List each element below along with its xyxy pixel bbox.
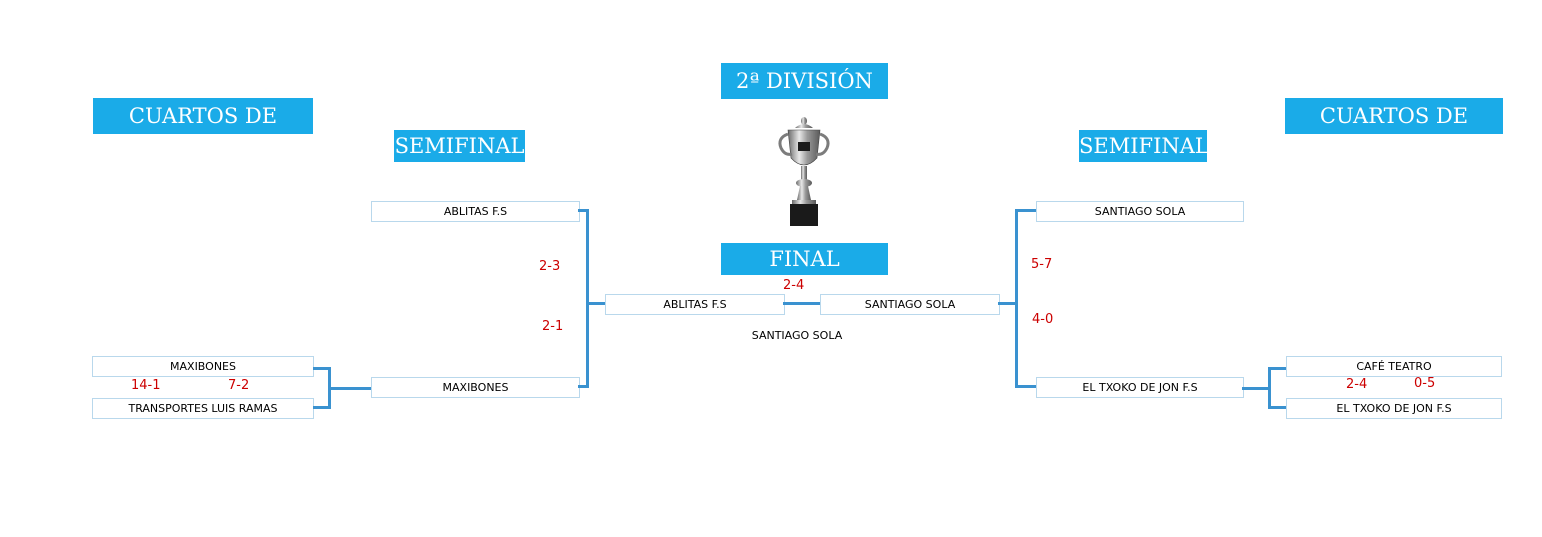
connector-qright-out (1242, 387, 1269, 390)
semis-right-title: SEMIFINAL (1079, 130, 1209, 162)
final-title: FINAL (721, 243, 888, 275)
division-title: 2ª DIVISIÓN (721, 63, 888, 99)
connector-qright-vertical (1268, 367, 1271, 409)
quarter-left-team-b: TRANSPORTES LUIS RAMAS (92, 398, 314, 419)
quarter-left-score-1: 14-1 (131, 378, 161, 393)
connector-sleft-out (586, 302, 605, 305)
connector-sright-vertical (1015, 209, 1018, 388)
connector-qright-b (1269, 406, 1286, 409)
semi-right-team-b: EL TXOKO DE JON F.S (1036, 377, 1244, 398)
connector-sleft-b (578, 385, 588, 388)
final-score: 2-4 (783, 278, 805, 293)
connector-qleft-a (313, 367, 330, 370)
quarters-left-title: CUARTOS DE FINAL (93, 98, 313, 164)
quarter-right-team-b: EL TXOKO DE JON F.S (1286, 398, 1502, 419)
connector-qleft-out (328, 387, 371, 390)
semi-left-score-2: 2-1 (542, 319, 564, 334)
final-champion: SANTIAGO SOLA (751, 329, 843, 342)
semi-left-team-b: MAXIBONES (371, 377, 580, 398)
connector-sright-out (998, 302, 1016, 305)
semi-right-score-1: 5-7 (1031, 257, 1053, 272)
semi-left-score-1: 2-3 (539, 259, 561, 274)
semis-left-title: SEMIFINAL (394, 130, 525, 162)
connector-sleft-a (578, 209, 588, 212)
connector-final (783, 302, 820, 305)
connector-qleft-b (313, 406, 330, 409)
final-team-left: ABLITAS F.S (605, 294, 785, 315)
connector-sright-b (1016, 385, 1036, 388)
quarters-right-title: CUARTOS DE FINAL (1285, 98, 1503, 164)
quarter-right-team-a: CAFÉ TEATRO (1286, 356, 1502, 377)
final-team-right: SANTIAGO SOLA (820, 294, 1000, 315)
semi-right-score-2: 4-0 (1032, 312, 1054, 327)
quarter-right-score-1: 2-4 (1346, 377, 1368, 392)
connector-sleft-vertical (586, 209, 589, 388)
trophy-icon (778, 117, 830, 226)
semi-left-team-a: ABLITAS F.S (371, 201, 580, 222)
quarter-left-score-2: 7-2 (228, 378, 250, 393)
connector-qright-a (1269, 367, 1286, 370)
semi-right-team-a: SANTIAGO SOLA (1036, 201, 1244, 222)
quarter-right-score-2: 0-5 (1414, 376, 1436, 391)
connector-sright-a (1016, 209, 1036, 212)
quarter-left-team-a: MAXIBONES (92, 356, 314, 377)
